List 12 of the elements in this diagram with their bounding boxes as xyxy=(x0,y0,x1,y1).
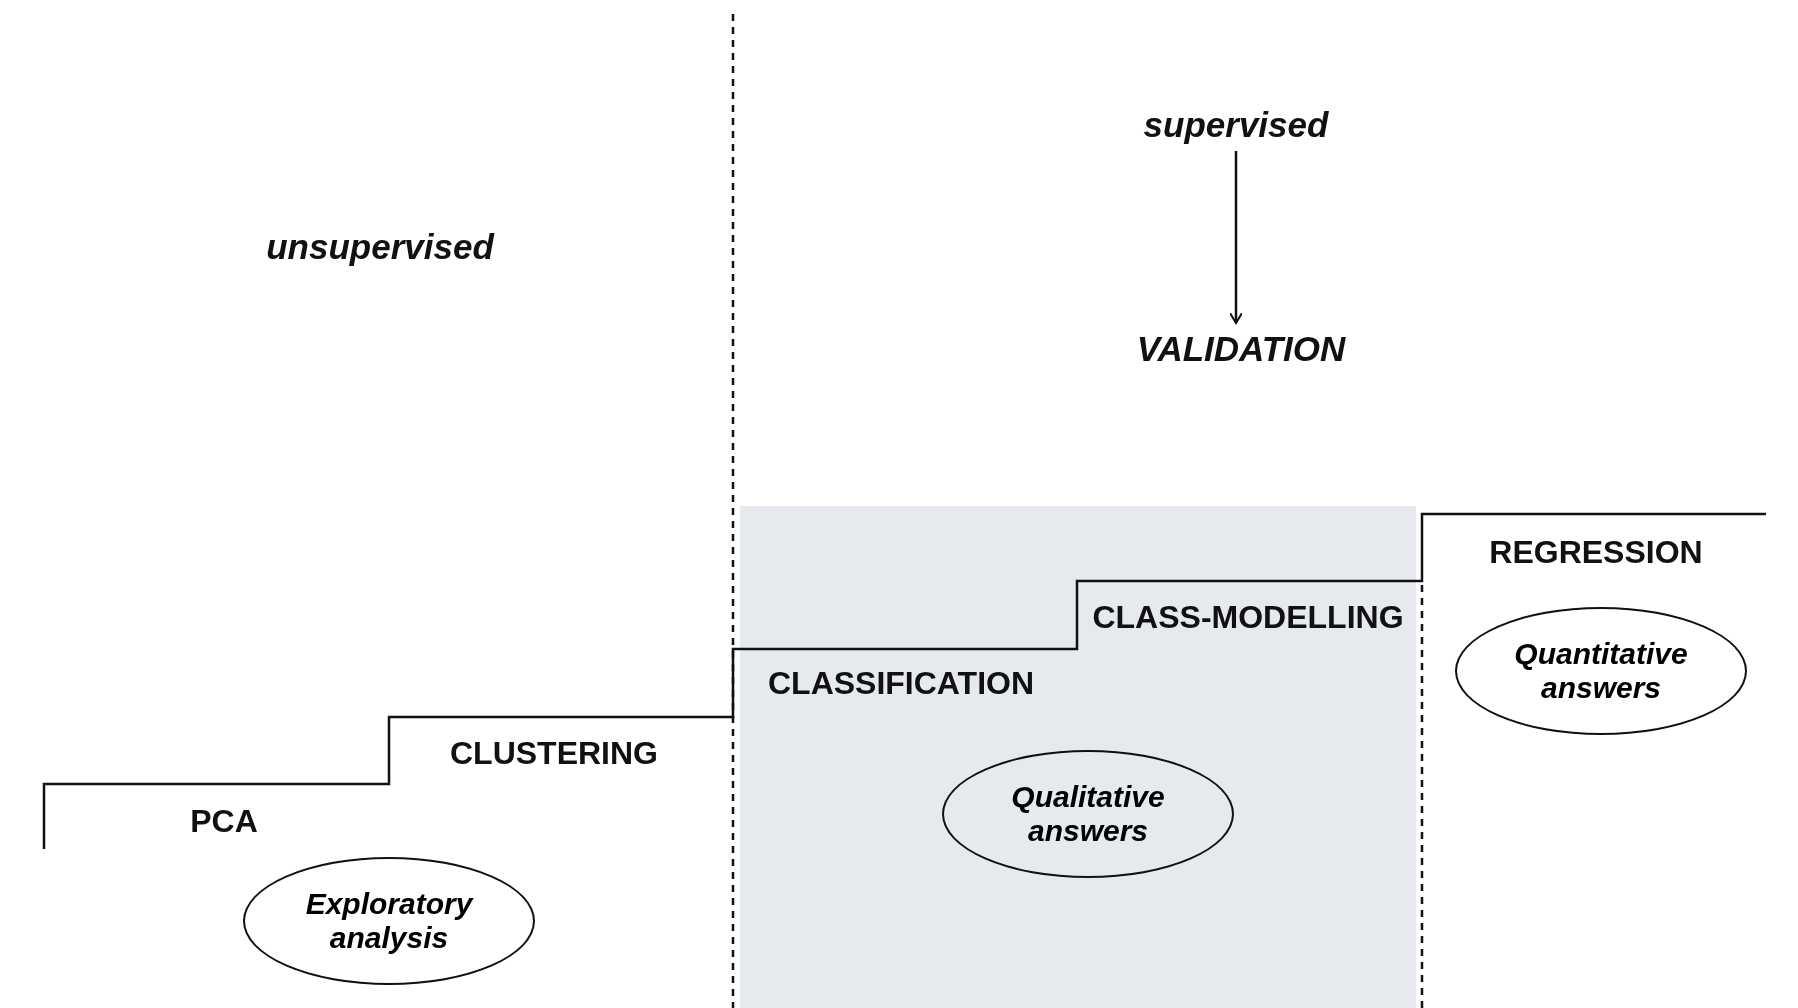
heading-text: unsupervised xyxy=(266,227,494,267)
heading-text: VALIDATION xyxy=(1136,329,1346,369)
arrow xyxy=(1229,151,1243,324)
step-label: REGRESSION xyxy=(1489,533,1703,571)
answer-ellipse: Qualitative answers xyxy=(942,750,1234,878)
heading-text: supervised xyxy=(1143,105,1329,145)
step-label: CLUSTERING xyxy=(450,734,658,772)
step-label: PCA xyxy=(190,802,258,840)
answer-ellipse: Exploratory analysis xyxy=(243,857,535,985)
answer-ellipse: Quantitative answers xyxy=(1455,607,1747,735)
step-label: CLASS-MODELLING xyxy=(1092,598,1404,636)
step-label: CLASSIFICATION xyxy=(767,664,1035,702)
